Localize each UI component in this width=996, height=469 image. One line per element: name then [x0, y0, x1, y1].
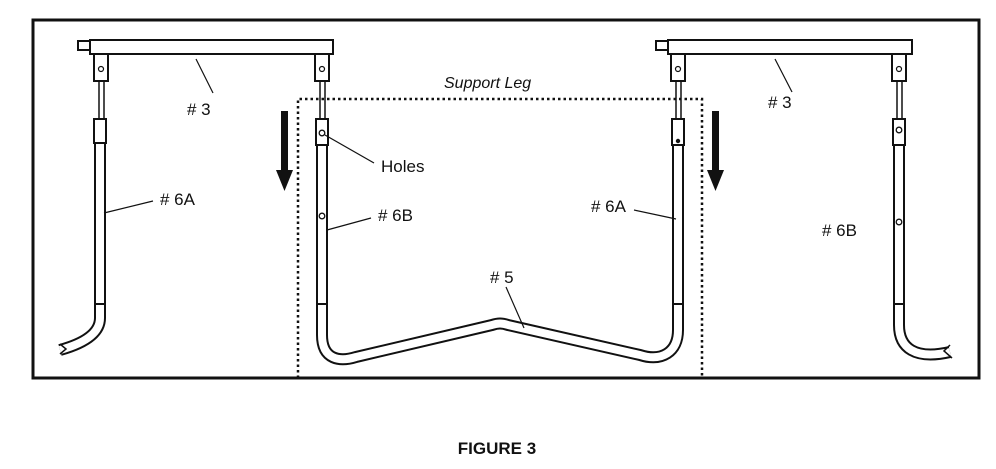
- label-part-6b-center: # 6B: [378, 206, 413, 225]
- hole-6b-lower: [318, 212, 326, 220]
- label-part-6a-left: # 6A: [160, 190, 196, 209]
- label-holes: Holes: [381, 157, 424, 176]
- label-part-6a-center: # 6A: [591, 197, 627, 216]
- left-assembly: [58, 39, 334, 356]
- support-leg-assembly: [315, 118, 685, 366]
- table-rail-left: [89, 39, 334, 55]
- label-support-leg: Support Leg: [444, 75, 531, 92]
- leg-6a-center-sleeve: [671, 118, 685, 146]
- rail-end-cap-left: [77, 40, 91, 51]
- down-arrow-left: [276, 111, 293, 191]
- support-leg-outline: [296, 97, 704, 378]
- right-assembly: [655, 39, 953, 361]
- label-part-3-right: # 3: [768, 93, 792, 112]
- down-arrow-right: [707, 111, 724, 191]
- hole-6b-upper: [318, 129, 326, 137]
- table-rail-right: [667, 39, 913, 55]
- rail-end-cap-right: [655, 40, 669, 51]
- label-part-3-left: # 3: [187, 100, 211, 119]
- figure-caption: FIGURE 3: [458, 439, 536, 458]
- label-part-6b-right: # 6B: [822, 221, 857, 240]
- label-part-5: # 5: [490, 268, 514, 287]
